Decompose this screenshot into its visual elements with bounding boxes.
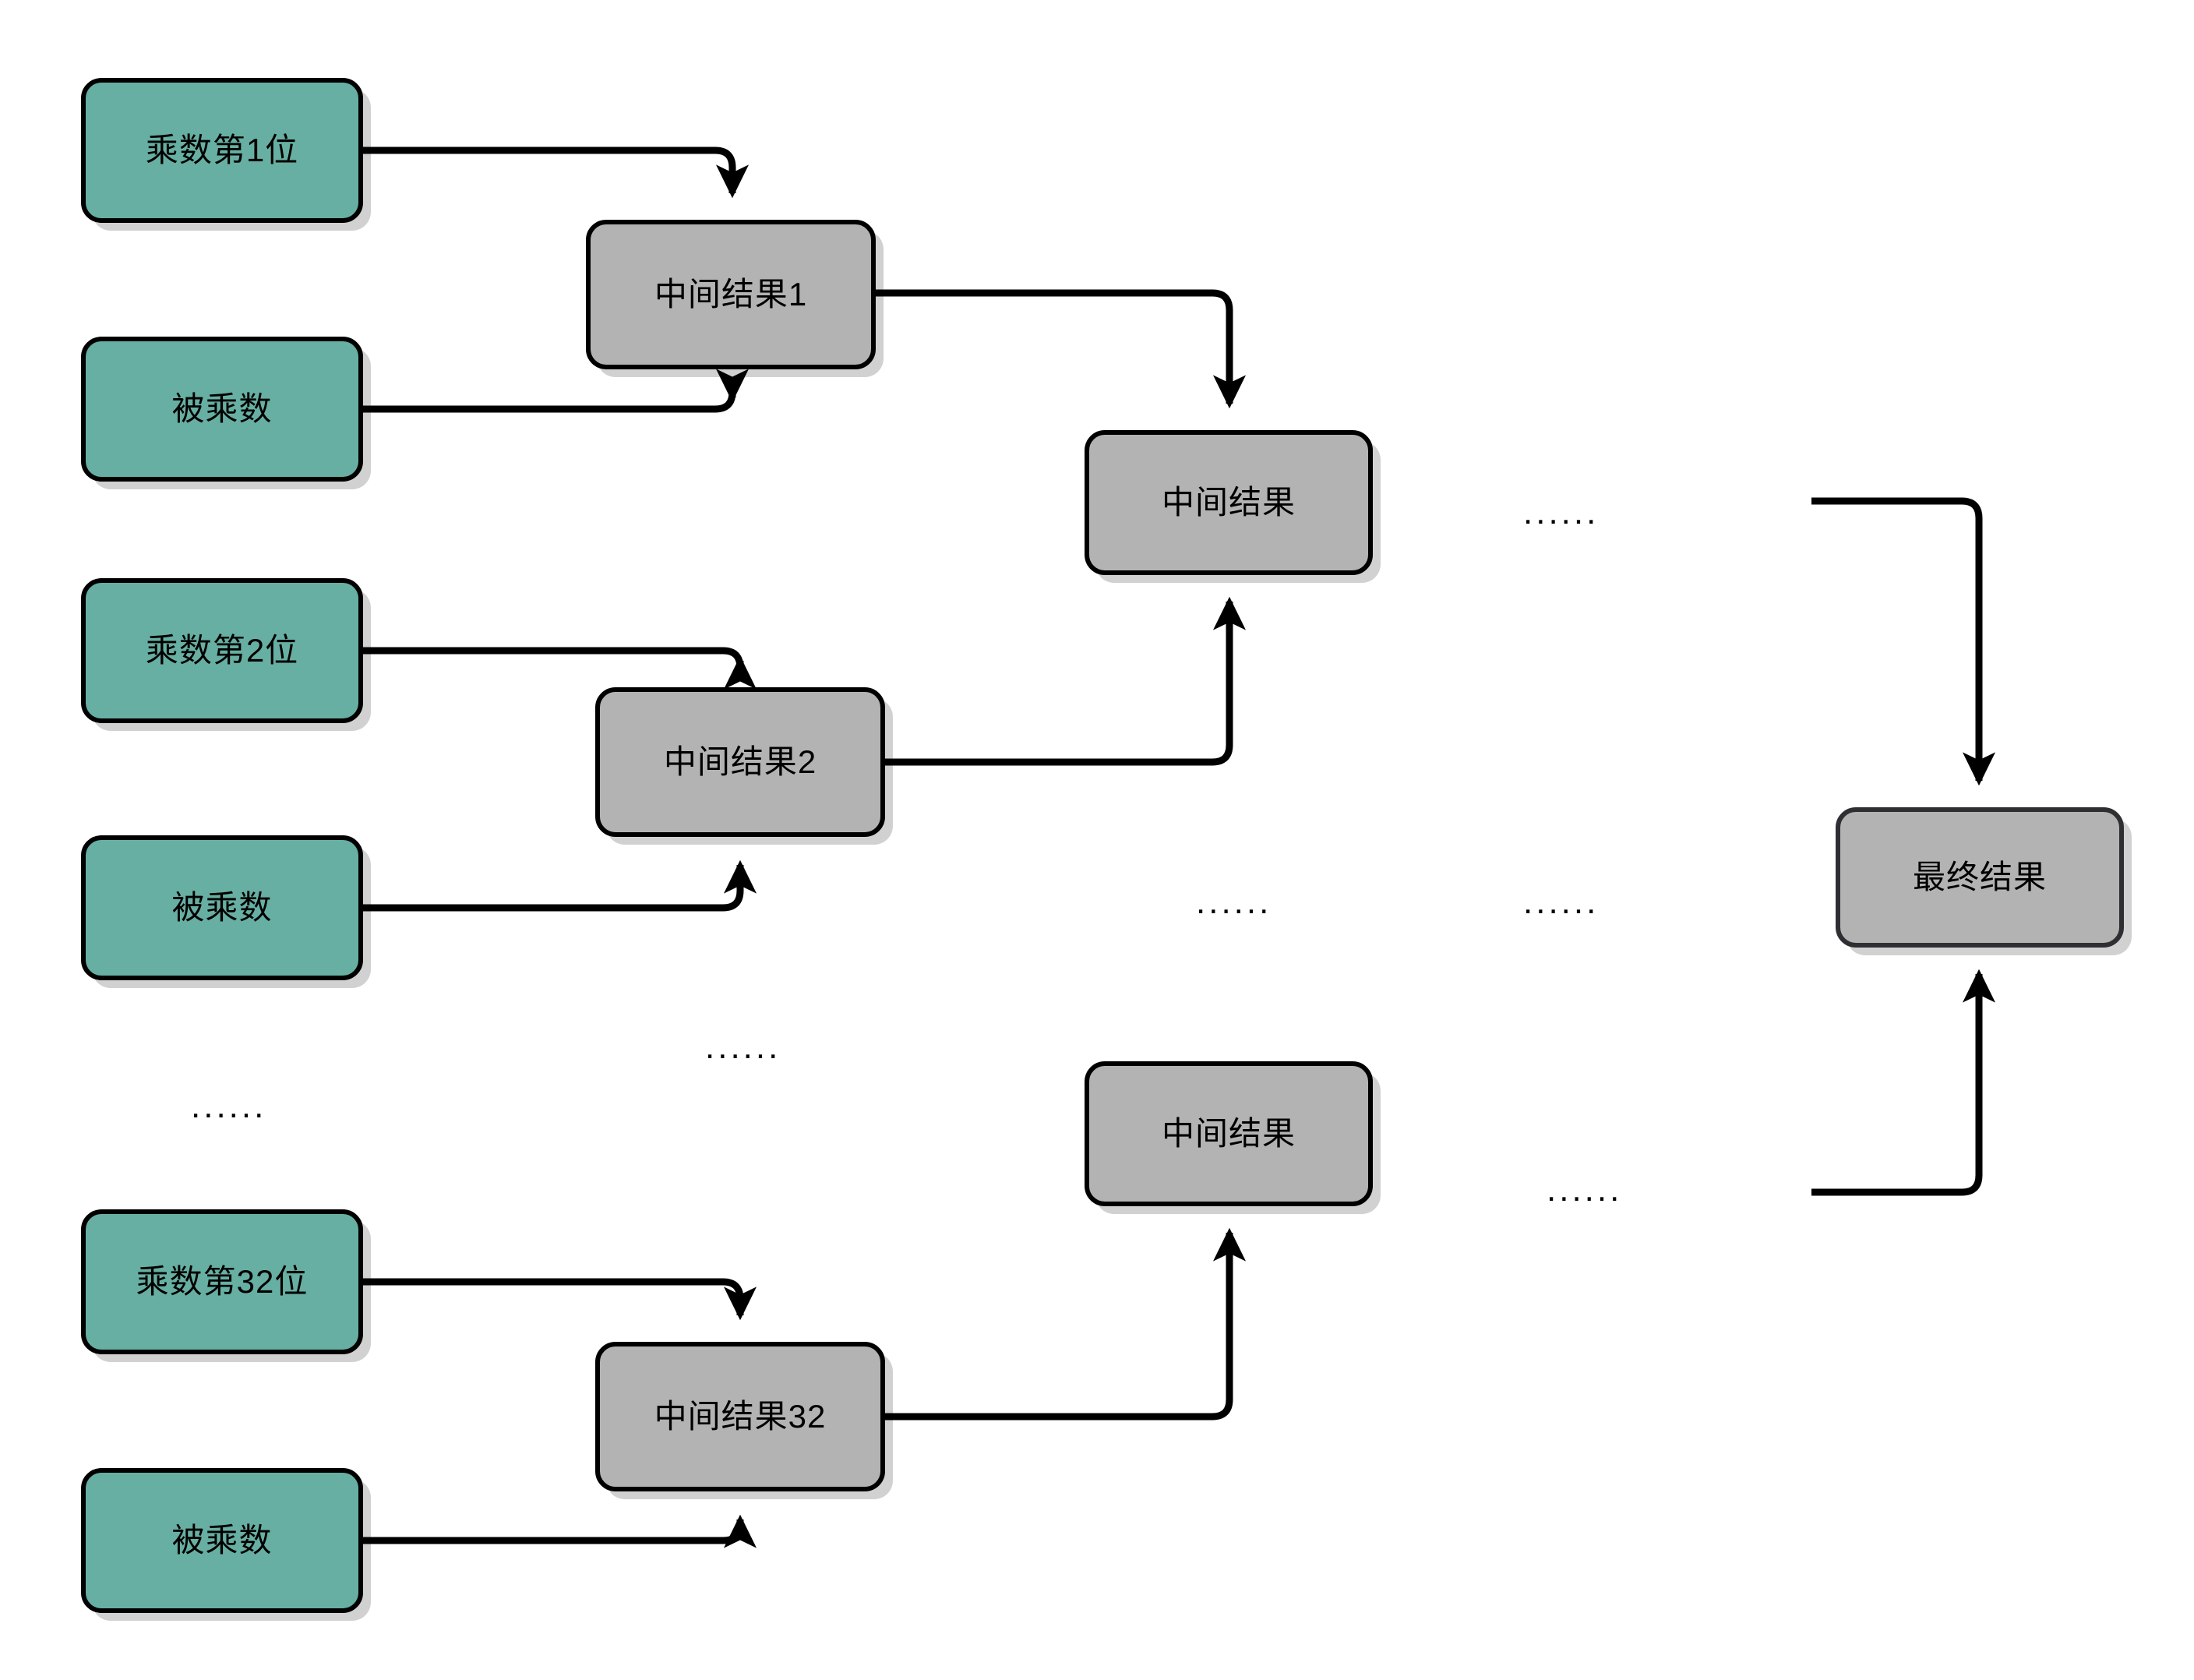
node-label: 被乘数 — [171, 888, 273, 926]
edge-lowerbranch-to-final — [1811, 969, 1996, 1196]
ellipsis-top-right: ...... — [1523, 493, 1600, 531]
ellipsis-column-left: ...... — [191, 1087, 267, 1125]
node-label: 中间结果1 — [654, 275, 808, 312]
node-partial-result-2[interactable]: 中间结果2 — [595, 687, 885, 837]
ellipsis-middle-right: ...... — [1523, 883, 1600, 921]
node-label: 中间结果 — [1161, 483, 1296, 521]
node-multiplier-bit-1[interactable]: 乘数第1位 — [81, 78, 363, 223]
node-label: 中间结果2 — [663, 743, 817, 780]
node-multiplicand-32[interactable]: 被乘数 — [81, 1468, 363, 1613]
node-multiplicand-2[interactable]: 被乘数 — [81, 835, 363, 980]
node-label: 乘数第2位 — [145, 631, 299, 669]
edge-upperbranch-to-final — [1811, 497, 1996, 786]
ellipsis-middle-left: ...... — [1196, 883, 1272, 921]
edge-mcand1-to-partial1 — [363, 369, 750, 413]
edge-mulbit2-to-partial2 — [363, 647, 757, 690]
ellipsis-column-middle: ...... — [705, 1028, 781, 1066]
node-multiplicand-1[interactable]: 被乘数 — [81, 337, 363, 482]
edge-mcand2-to-partial2 — [363, 859, 757, 912]
edge-mulbit1-to-partial1 — [363, 146, 750, 199]
edge-partial32-to-sumlower — [885, 1227, 1247, 1421]
node-label: 乘数第32位 — [136, 1262, 309, 1300]
node-multiplier-bit-32[interactable]: 乘数第32位 — [81, 1209, 363, 1354]
node-label: 最终结果 — [1912, 858, 2047, 895]
edge-mulbit32-to-partial32 — [363, 1278, 757, 1321]
node-sum-lower[interactable]: 中间结果 — [1085, 1061, 1373, 1206]
node-label: 被乘数 — [171, 390, 273, 427]
node-partial-result-1[interactable]: 中间结果1 — [586, 220, 876, 369]
node-label: 被乘数 — [171, 1521, 273, 1558]
edge-partial2-to-sumupper — [885, 596, 1247, 766]
edge-mcand32-to-partial32 — [363, 1514, 757, 1548]
node-sum-upper[interactable]: 中间结果 — [1085, 430, 1373, 575]
node-label: 乘数第1位 — [145, 131, 299, 168]
node-partial-result-32[interactable]: 中间结果32 — [595, 1342, 885, 1491]
node-label: 中间结果 — [1161, 1114, 1296, 1152]
edge-partial1-to-sumupper — [876, 289, 1247, 409]
node-final-result[interactable]: 最终结果 — [1836, 807, 2124, 948]
ellipsis-bottom-right: ...... — [1547, 1170, 1623, 1209]
node-label: 中间结果32 — [654, 1397, 827, 1435]
node-multiplier-bit-2[interactable]: 乘数第2位 — [81, 578, 363, 723]
